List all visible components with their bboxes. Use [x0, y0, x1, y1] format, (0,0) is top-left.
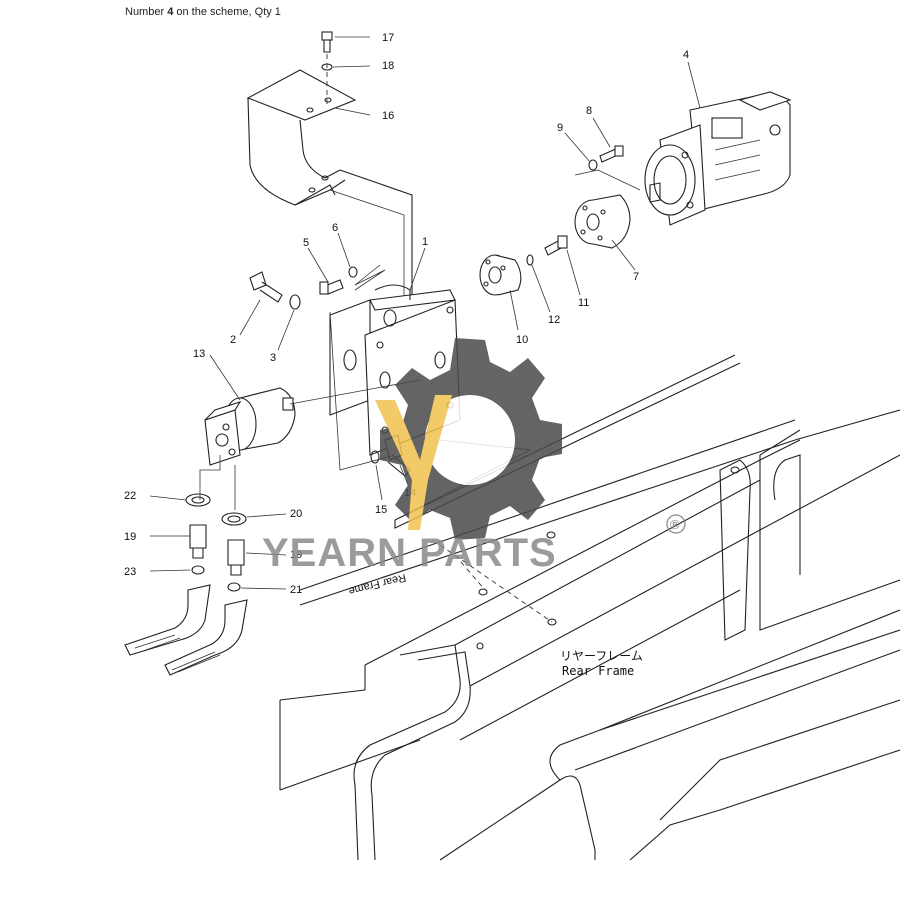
diagram-caption: Number 4 on the scheme, Qty 1 [125, 6, 281, 18]
bolt-8-washer-9 [574, 145, 641, 191]
callout-22: 22 [124, 490, 136, 502]
callout-numbers: 17 18 16 4 8 9 1 6 5 7 11 12 10 2 3 13 1… [124, 32, 689, 596]
callout-12: 12 [548, 314, 560, 326]
watermark-logo: YEARN PARTS ® [262, 338, 686, 575]
callout-21: 21 [290, 584, 302, 596]
caption-suffix: on the scheme, Qty 1 [173, 6, 281, 18]
callout-11: 11 [578, 297, 589, 309]
callout-5: 5 [303, 237, 309, 249]
motor-13 [204, 379, 421, 466]
callout-2: 2 [230, 334, 236, 346]
callout-15: 15 [375, 504, 387, 516]
callout-8: 8 [586, 105, 592, 117]
callout-6: 6 [332, 222, 338, 234]
callout-17: 17 [382, 32, 394, 44]
hose-fittings [124, 455, 248, 676]
callout-1: 1 [422, 236, 428, 248]
callout-13: 13 [193, 348, 205, 360]
bolt-11-washer-12 [526, 235, 568, 266]
adapter-7 [574, 194, 631, 249]
callout-20: 20 [290, 508, 302, 520]
plate-10 [479, 254, 522, 296]
pump-4 [644, 91, 792, 226]
callout-18: 18 [382, 60, 394, 72]
callout-19-right: 19 [290, 549, 302, 561]
leader-lines [149, 36, 701, 590]
callout-9: 9 [557, 122, 563, 134]
callout-16: 16 [382, 110, 394, 122]
caption-number: 4 [167, 6, 174, 18]
y-mark-icon [375, 395, 452, 530]
registered-mark: ® [670, 517, 680, 532]
callout-19-left: 19 [124, 531, 136, 543]
callout-4: 4 [683, 49, 689, 61]
bolts-2-3-5-6 [249, 266, 358, 310]
rear-frame-drawing [279, 354, 900, 861]
callout-7: 7 [633, 271, 639, 283]
rear-frame-label-jp: リヤーフレーム [560, 649, 643, 663]
callout-23: 23 [124, 566, 136, 578]
callout-10: 10 [516, 334, 528, 346]
watermark-brand: YEARN PARTS [262, 531, 557, 575]
callout-3: 3 [270, 352, 276, 364]
caption-prefix: Number [125, 6, 168, 18]
bracket-16 [246, 31, 413, 300]
rear-frame-label-en: Rear Frame [562, 664, 634, 678]
